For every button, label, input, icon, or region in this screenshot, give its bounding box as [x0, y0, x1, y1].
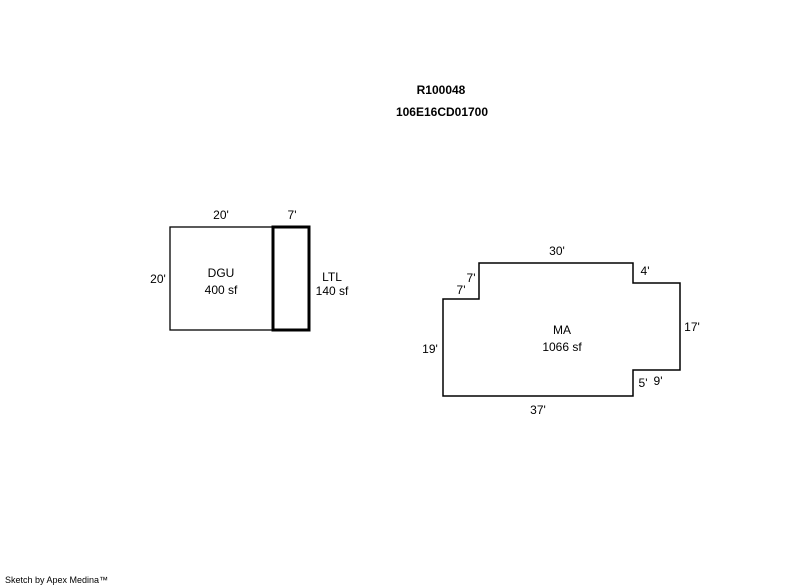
ltl-code: LTL [322, 270, 342, 284]
dgu-code: DGU [208, 266, 235, 280]
parcel-id: R100048 [417, 83, 466, 97]
ma-outline [442, 262, 681, 397]
dgu-dim-top: 20' [213, 208, 229, 222]
ltl-dim-top: 7' [288, 208, 297, 222]
sketch-credit: Sketch by Apex Medina™ [5, 575, 108, 585]
ma-dim-lower-right-notch-horizontal: 9' [654, 374, 663, 388]
dgu-dim-left: 20' [150, 272, 166, 286]
account-id: 106E16CD01700 [396, 105, 488, 119]
ma-area: 1066 sf [542, 340, 582, 354]
ma-code: MA [553, 323, 571, 337]
ma-dim-lower-right-notch-vertical: 5' [639, 376, 648, 390]
ma-dim-step-upper-left: 7' [467, 271, 476, 285]
ma-dim-top: 30' [549, 244, 565, 258]
ma-dim-bottom: 37' [530, 403, 546, 417]
dgu-area: 400 sf [205, 283, 238, 297]
ma-dim-step-lower-left: 7' [457, 283, 466, 297]
ma-dim-upper-right-notch: 4' [641, 264, 650, 278]
ma-dim-left: 19' [422, 342, 438, 356]
ltl-outline [271, 225, 311, 332]
ma-dim-right: 17' [684, 320, 700, 334]
ltl-area: 140 sf [316, 284, 349, 298]
